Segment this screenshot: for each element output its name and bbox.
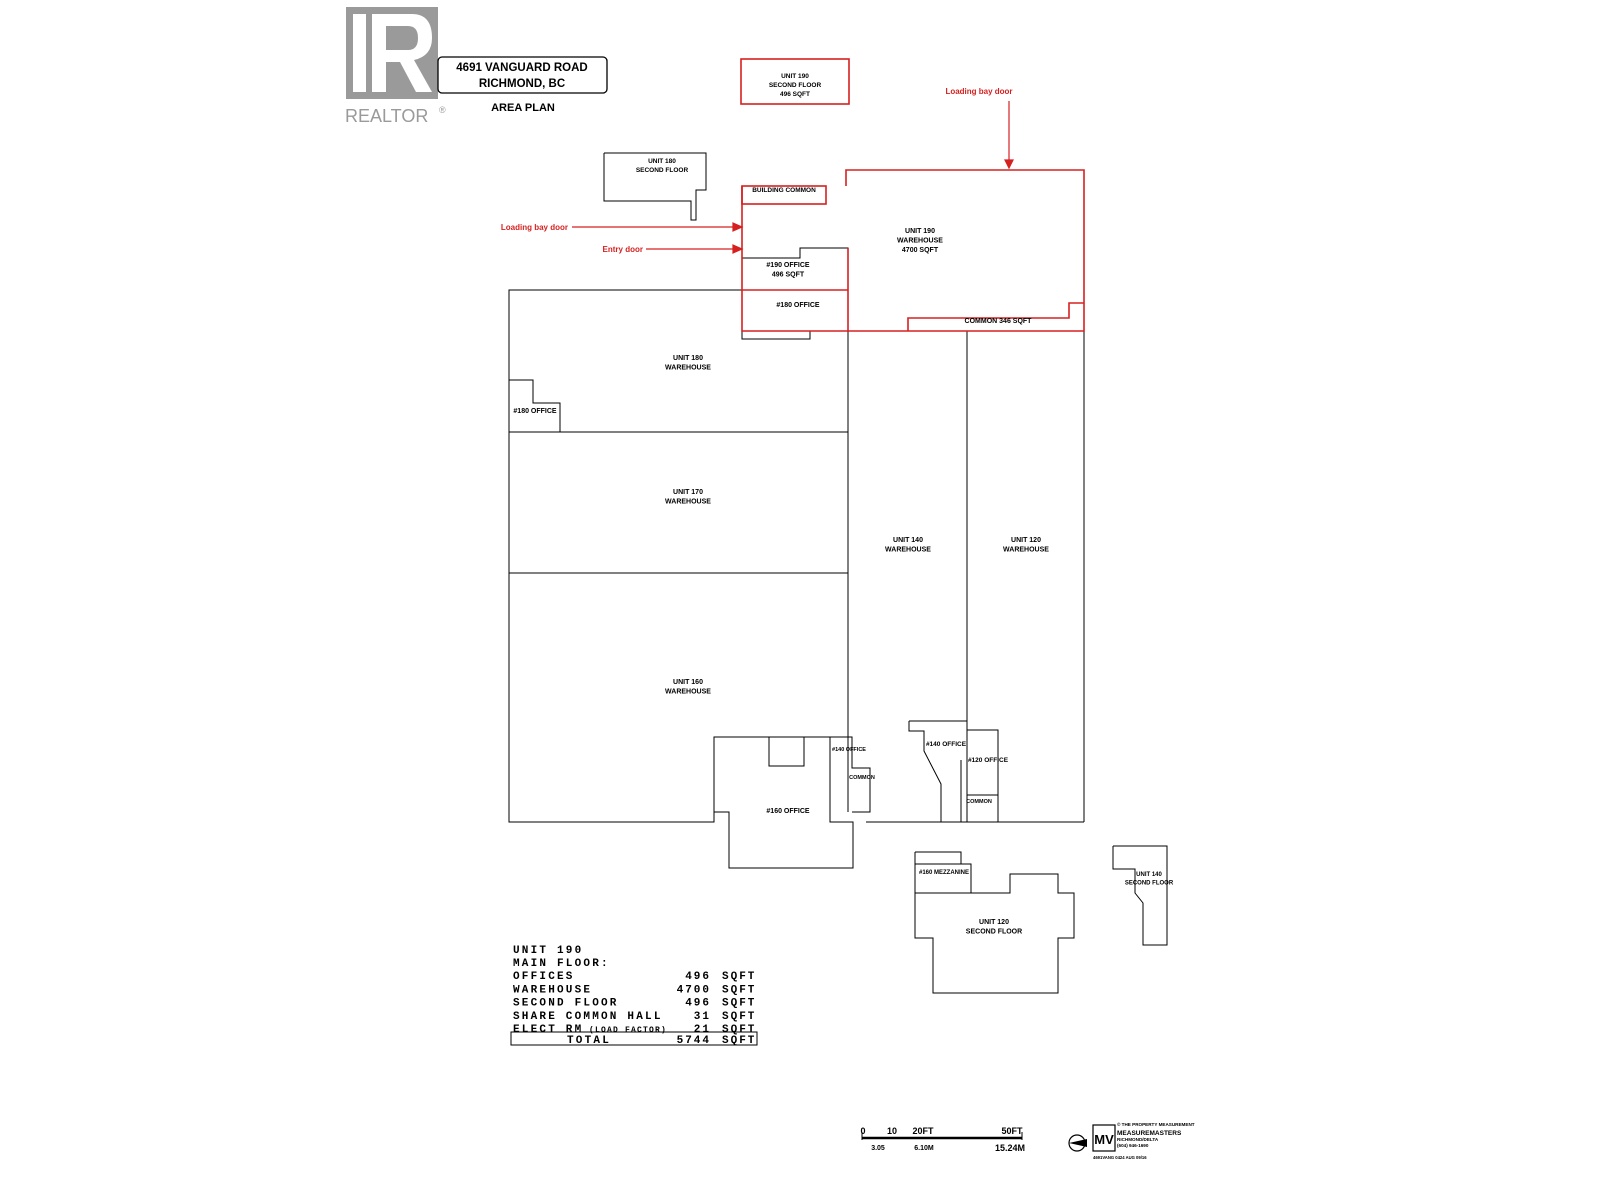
north-arrow-icon	[1068, 1134, 1087, 1152]
room-label-u180-second-line-1: UNIT 180	[648, 158, 676, 165]
room-label-u160-warehouse-line-1: UNIT 160	[673, 679, 703, 686]
room-label-u190-second-line-3: 496 SQFT	[780, 91, 810, 98]
room-label-u140-second-line-1: UNIT 140	[1136, 872, 1162, 878]
room-label-u120-second-line-2: SECOND FLOOR	[966, 929, 1022, 936]
room-label-o190-line-1: #190 OFFICE	[766, 262, 810, 269]
logo-line-3: RICHMOND/DELTA	[1117, 1137, 1159, 1142]
room-label-o140-line-1: #140 OFFICE	[926, 741, 967, 748]
table-row-unit: SQFT	[722, 971, 756, 983]
room-label-u190-second-line-2: SECOND FLOOR	[769, 82, 822, 89]
table-row-label: SHARE COMMON HALL	[513, 1011, 663, 1023]
room-label-u140-warehouse-line-2: WAREHOUSE	[885, 547, 931, 554]
table-total-unit: SQFT	[722, 1035, 756, 1047]
table-row-value: 496	[685, 998, 711, 1010]
room-label-u180-warehouse-line-1: UNIT 180	[673, 355, 703, 362]
room-label-u170-warehouse-line-2: WAREHOUSE	[665, 499, 711, 506]
scale-tick-20ft: 20FT	[912, 1126, 934, 1136]
room-label-o160-line-1: #160 OFFICE	[766, 808, 810, 815]
room-label-common-small1-line-1: COMMON	[849, 775, 875, 781]
room-label-u140-second-line-2: SECOND FLOOR	[1125, 881, 1174, 887]
room-label-u190-warehouse-line-3: 4700 SQFT	[902, 247, 939, 254]
room-label-u190-second-line-1: UNIT 190	[781, 73, 809, 80]
room-label-u180-warehouse-line-2: WAREHOUSE	[665, 365, 711, 372]
room-label-mezz160-line-1: #160 MEZZANINE	[919, 870, 969, 876]
address-line2: RICHMOND, BC	[479, 78, 565, 90]
scale-tick-0: 0	[860, 1126, 865, 1136]
table-row-unit: SQFT	[722, 998, 756, 1010]
table-total-label: TOTAL	[567, 1035, 611, 1047]
scale-tick-10: 10	[887, 1126, 897, 1136]
building-walls	[508, 152, 1168, 994]
room-label-o180-top-line-1: #180 OFFICE	[776, 302, 820, 309]
address-line1: 4691 VANGUARD ROAD	[456, 62, 587, 74]
table-row-label: ELECT RM	[513, 1024, 583, 1036]
unit-190-highlight	[740, 58, 1085, 332]
room-label-o190-line-2: 496 SQFT	[772, 272, 805, 279]
plan-subtitle: AREA PLAN	[491, 102, 555, 114]
room-label-u180-second-line-2: SECOND FLOOR	[636, 167, 689, 174]
room-label-common-small2-line-1: COMMON	[966, 799, 992, 805]
realtor-wordmark: REALTOR	[345, 106, 428, 126]
room-label-u120-warehouse-line-2: WAREHOUSE	[1003, 547, 1049, 554]
table-row-unit: SQFT	[722, 1011, 756, 1023]
room-label-common-346-line-1: COMMON 346 SQFT	[965, 318, 1033, 325]
table-row-label: OFFICES	[513, 971, 575, 983]
table-row-note: (LOAD FACTOR)	[589, 1026, 667, 1035]
table-row-value: 31	[694, 1011, 711, 1023]
table-row-value: 496	[685, 971, 711, 983]
annotation-entry-door: Entry door	[603, 245, 643, 254]
room-label-u120-warehouse-line-1: UNIT 120	[1011, 537, 1041, 544]
table-row-label: WAREHOUSE	[513, 984, 592, 996]
annotation-loading-bay-left: Loading bay door	[501, 223, 568, 232]
table-row-label: SECOND FLOOR	[513, 998, 619, 1010]
annotation-arrows	[572, 101, 1014, 254]
scale-sub-6-10m: 6.10M	[914, 1145, 934, 1152]
address-header: 4691 VANGUARD ROAD RICHMOND, BC AREA PLA…	[437, 56, 608, 114]
scale-sub-3-05: 3.05	[871, 1145, 885, 1152]
table-heading-main-floor: MAIN FLOOR:	[513, 958, 610, 970]
table-row-value: 21	[694, 1024, 711, 1036]
room-label-u170-warehouse-line-1: UNIT 170	[673, 489, 703, 496]
room-label-building-common-line-1: BUILDING COMMON	[752, 187, 816, 194]
realtor-logo: REALTOR ®	[345, 7, 446, 126]
registered-mark: ®	[439, 105, 446, 115]
logo-line-4: (604) 946-1690	[1117, 1143, 1149, 1148]
room-label-o120-line-1: #120 OFFICE	[968, 757, 1009, 764]
room-label-o180-left-line-1: #180 OFFICE	[513, 408, 557, 415]
table-total-value: 5744	[677, 1035, 711, 1047]
table-row-unit: SQFT	[722, 984, 756, 996]
logo-line-5: 4691VANG 0424 AUG 09/16	[1093, 1155, 1147, 1160]
table-heading-unit: UNIT 190	[513, 945, 583, 957]
measurement-company-logo: MV © THE PROPERTY MEASUREMENT MEASUREMAS…	[1068, 1121, 1195, 1160]
table-row-value: 4700	[677, 984, 711, 996]
table-row-unit: SQFT	[722, 1024, 756, 1036]
logo-line-1: © THE PROPERTY MEASUREMENT	[1117, 1121, 1195, 1127]
scale-sub-15-24m: 15.24M	[995, 1143, 1025, 1153]
room-label-u190-warehouse-line-1: UNIT 190	[905, 228, 935, 235]
room-label-u140-warehouse-line-1: UNIT 140	[893, 537, 923, 544]
annotation-loading-bay-top: Loading bay door	[945, 87, 1012, 96]
scale-tick-50ft: 50FT	[1001, 1126, 1023, 1136]
room-label-o140-small-line-1: #140 OFFICE	[832, 747, 866, 753]
room-label-u120-second-line-1: UNIT 120	[979, 919, 1009, 926]
scale-bar: 0 10 20FT 50FT 3.05 6.10M 15.24M	[860, 1126, 1025, 1153]
logo-initials: MV	[1094, 1132, 1114, 1147]
room-label-u190-warehouse-line-2: WAREHOUSE	[897, 238, 943, 245]
room-label-u160-warehouse-line-2: WAREHOUSE	[665, 689, 711, 696]
logo-line-2: MEASUREMASTERS	[1117, 1130, 1182, 1137]
